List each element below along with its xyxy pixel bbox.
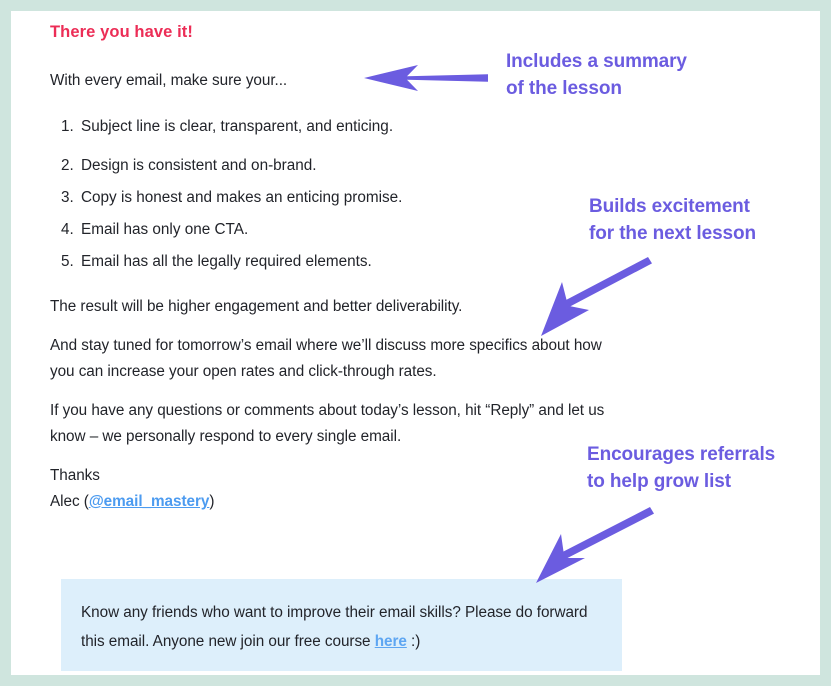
teaser-paragraph: And stay tuned for tomorrow’s email wher… <box>50 337 602 380</box>
intro-paragraph: With every email, make sure your... <box>50 72 288 89</box>
list-item: 3. Copy is honest and makes an enticing … <box>50 185 650 211</box>
sender-name: Alec ( <box>50 493 89 510</box>
list-item-number: 4. <box>61 221 74 238</box>
reply-paragraph: If you have any questions or comments ab… <box>50 402 605 445</box>
list-item-number: 3. <box>61 189 74 206</box>
list-item-label: Copy is honest and makes an enticing pro… <box>81 189 403 206</box>
list-item-label: Email has all the legally required eleme… <box>81 253 372 270</box>
email-content: There you have it! With every email, mak… <box>50 21 650 515</box>
sender-line: Alec (@email_mastery) <box>50 489 650 515</box>
annotation-referral-label: Encourages referrals to help grow list <box>587 444 776 492</box>
list-item-number: 5. <box>61 253 74 270</box>
list-item-number: 2. <box>61 157 74 174</box>
referral-callout: Know any friends who want to improve the… <box>61 579 622 671</box>
list-item: 2. Design is consistent and on-brand. <box>50 153 650 179</box>
sender-suffix: ) <box>209 493 215 510</box>
list-item-label: Design is consistent and on-brand. <box>81 157 317 174</box>
page-title: There you have it! <box>50 23 194 41</box>
list-item: 4. Email has only one CTA. <box>50 217 650 243</box>
referral-text-after: :) <box>406 633 421 650</box>
list-item: 1. Subject line is clear, transparent, a… <box>50 114 650 140</box>
result-paragraph: The result will be higher engagement and… <box>50 298 463 315</box>
referral-text-before: Know any friends who want to improve the… <box>81 604 588 650</box>
email-card: There you have it! With every email, mak… <box>11 11 820 675</box>
checklist: 1. Subject line is clear, transparent, a… <box>50 114 650 275</box>
list-item: 5. Email has all the legally required el… <box>50 249 650 275</box>
sender-handle-link[interactable]: @email_mastery <box>88 493 210 510</box>
referral-callout-text: Know any friends who want to improve the… <box>81 598 606 656</box>
signoff-line: Thanks <box>50 467 100 484</box>
referral-here-link[interactable]: here <box>374 633 407 650</box>
list-item-label: Email has only one CTA. <box>81 221 249 238</box>
annotation-excitement-label: Builds excitement for the next lesson <box>589 196 757 244</box>
annotation-summary-label: Includes a summary of the lesson <box>506 51 687 99</box>
list-item-number: 1. <box>61 118 74 135</box>
list-item-label: Subject line is clear, transparent, and … <box>81 118 394 135</box>
